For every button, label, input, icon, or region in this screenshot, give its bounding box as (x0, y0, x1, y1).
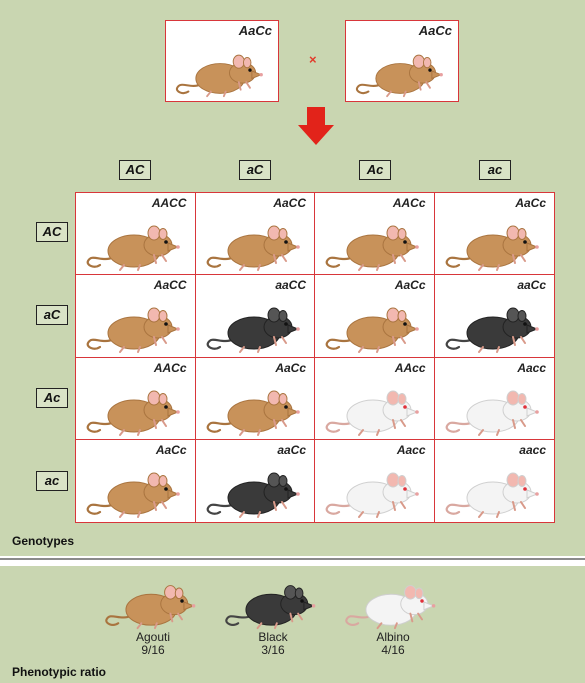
parent-1-mouse-icon (175, 54, 263, 98)
cell-genotype: AACc (153, 360, 187, 375)
agouti-mouse-icon (206, 225, 300, 271)
cell-genotype: aaCC (275, 278, 306, 293)
agouti-mouse-icon (86, 307, 180, 354)
cell-genotype: aaCc (517, 278, 546, 293)
agouti-mouse-icon (105, 585, 196, 630)
cell-genotype: AACC (151, 196, 187, 210)
agouti-mouse-icon (86, 225, 180, 271)
punnett-cell: Aacc (434, 358, 554, 440)
punnett-cell: AAcc (315, 357, 435, 440)
parent-1-box: AaCc (165, 20, 279, 102)
agouti-mouse-icon (206, 390, 300, 436)
punnett-cell: AaCc (434, 193, 554, 276)
agouti-mouse-icon (86, 472, 180, 518)
cell-genotype: AAcc (394, 360, 426, 375)
albino-mouse-icon (445, 390, 539, 436)
cell-genotype: Aacc (396, 442, 426, 457)
phenotype-ratio: 3/16 (261, 643, 285, 657)
parent-2-mouse-icon (355, 54, 443, 98)
cell-genotype: aaCc (277, 442, 306, 457)
punnett-cell: aaCc (196, 439, 315, 522)
cell-genotype: AaCc (394, 278, 426, 293)
cell-genotype: AaCc (515, 196, 546, 210)
phenotype-name: Black (258, 630, 288, 644)
punnett-cell: aacc (435, 440, 555, 522)
phenotype-name: Albino (376, 630, 410, 644)
cell-genotype: AaCc (275, 360, 306, 375)
punnett-cell: AaCc (315, 275, 435, 358)
albino-mouse-icon (345, 585, 436, 630)
gamete-top-2: aC (239, 160, 271, 180)
punnett-cell: AaCC (76, 275, 196, 358)
genotypes-title: Genotypes (12, 534, 75, 548)
down-arrow-icon (298, 107, 334, 145)
black-mouse-icon (206, 307, 300, 354)
cell-genotype: AaCC (153, 278, 187, 293)
punnett-square: AACC AaCC AACc AaCc (75, 192, 555, 523)
divider-line (0, 558, 585, 560)
agouti-mouse-icon (325, 225, 419, 271)
phenotype-albino: Albino 4/16 (338, 573, 448, 657)
cell-genotype: AaCC (273, 196, 306, 210)
gamete-left-3: Ac (36, 388, 68, 408)
phenotype-ratio: 9/16 (141, 643, 165, 657)
punnett-cell: Aacc (315, 439, 435, 522)
gamete-left-1: AC (36, 222, 68, 242)
phenotype-black: Black 3/16 (218, 573, 328, 657)
punnett-cell: AACc (76, 357, 196, 440)
gamete-left-2: aC (36, 305, 68, 325)
punnett-cell: AaCc (76, 439, 196, 522)
phenotype-ratio: 4/16 (381, 643, 405, 657)
gamete-top-1: AC (119, 160, 151, 180)
agouti-mouse-icon (86, 390, 180, 436)
gamete-top-4: ac (479, 160, 511, 180)
punnett-cell: AaCc (195, 357, 315, 440)
parent-2-genotype: AaCc (418, 23, 452, 38)
punnett-cell: AACC (76, 193, 196, 276)
punnett-cell: AaCC (195, 193, 315, 276)
parent-1-genotype: AaCc (238, 23, 272, 38)
black-mouse-icon (445, 307, 539, 354)
gamete-top-3: Ac (359, 160, 391, 180)
cell-genotype: AACc (392, 196, 426, 210)
albino-mouse-icon (325, 472, 419, 518)
agouti-mouse-icon (445, 225, 539, 271)
phenotype-name: Agouti (135, 630, 171, 644)
black-mouse-icon (225, 585, 316, 630)
punnett-cell: aaCC (195, 275, 315, 358)
cell-genotype: AaCc (155, 442, 187, 457)
albino-mouse-icon (445, 472, 539, 518)
cell-genotype: Aacc (517, 360, 546, 375)
gamete-left-4: ac (36, 471, 68, 491)
phenotype-agouti: Agouti 9/16 (98, 573, 208, 657)
parent-2-box: AaCc (345, 20, 459, 102)
punnett-cell: aaCc (434, 275, 554, 358)
albino-mouse-icon (325, 390, 419, 436)
agouti-mouse-icon (325, 307, 419, 354)
black-mouse-icon (206, 472, 300, 518)
phenotypic-ratio-title: Phenotypic ratio (12, 665, 107, 679)
cross-symbol: × (309, 52, 317, 67)
punnett-cell: AACc (315, 193, 435, 276)
cell-genotype: aacc (519, 442, 546, 457)
